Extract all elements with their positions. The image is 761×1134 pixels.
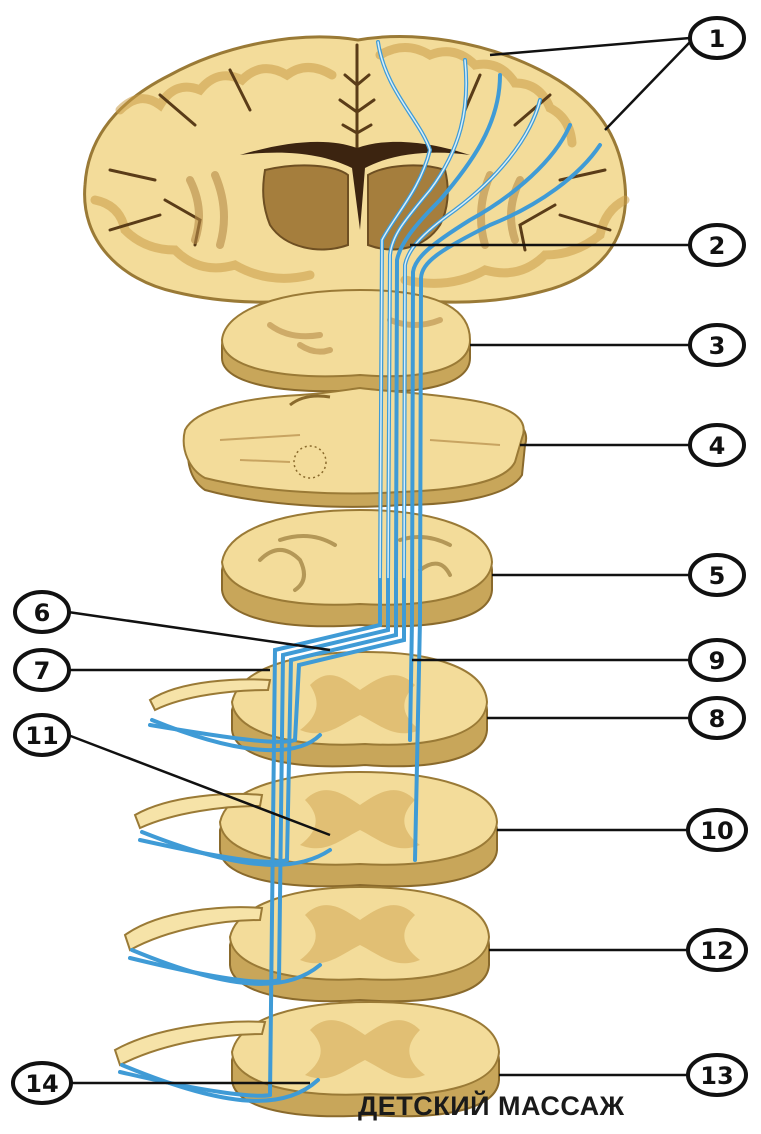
callout-10: 10 <box>688 810 746 850</box>
callout-2: 2 <box>690 225 744 265</box>
svg-text:10: 10 <box>700 817 733 845</box>
watermark-text: ДЕТСКИЙ МАССАЖ <box>358 1090 625 1121</box>
svg-text:1: 1 <box>709 25 726 53</box>
callout-1: 1 <box>690 18 744 58</box>
medulla-section <box>222 510 492 626</box>
svg-text:4: 4 <box>709 432 726 460</box>
svg-text:7: 7 <box>34 657 51 685</box>
svg-text:9: 9 <box>709 647 726 675</box>
callout-6: 6 <box>15 592 69 632</box>
svg-text:5: 5 <box>709 562 726 590</box>
leader-1a <box>490 38 690 55</box>
midbrain-section <box>222 290 470 391</box>
callout-13: 13 <box>688 1055 746 1095</box>
watermark: ДЕТСКИЙ МАССАЖ <box>358 1090 625 1121</box>
callout-8: 8 <box>690 698 744 738</box>
svg-text:2: 2 <box>709 232 726 260</box>
callout-14: 14 <box>13 1063 71 1103</box>
brain-coronal-section <box>85 37 626 303</box>
callout-3: 3 <box>690 325 744 365</box>
callout-7: 7 <box>15 650 69 690</box>
svg-text:14: 14 <box>25 1070 58 1098</box>
svg-text:11: 11 <box>25 722 58 750</box>
callout-11: 11 <box>15 715 69 755</box>
svg-text:3: 3 <box>709 332 726 360</box>
callout-4: 4 <box>690 425 744 465</box>
pons-section <box>184 388 526 507</box>
leader-1b <box>605 42 690 130</box>
spinal-segment-third <box>125 887 489 1001</box>
svg-text:13: 13 <box>700 1062 733 1090</box>
callout-5: 5 <box>690 555 744 595</box>
callout-12: 12 <box>688 930 746 970</box>
svg-text:12: 12 <box>700 937 733 965</box>
svg-text:6: 6 <box>34 599 51 627</box>
svg-text:8: 8 <box>709 705 726 733</box>
callout-9: 9 <box>690 640 744 680</box>
